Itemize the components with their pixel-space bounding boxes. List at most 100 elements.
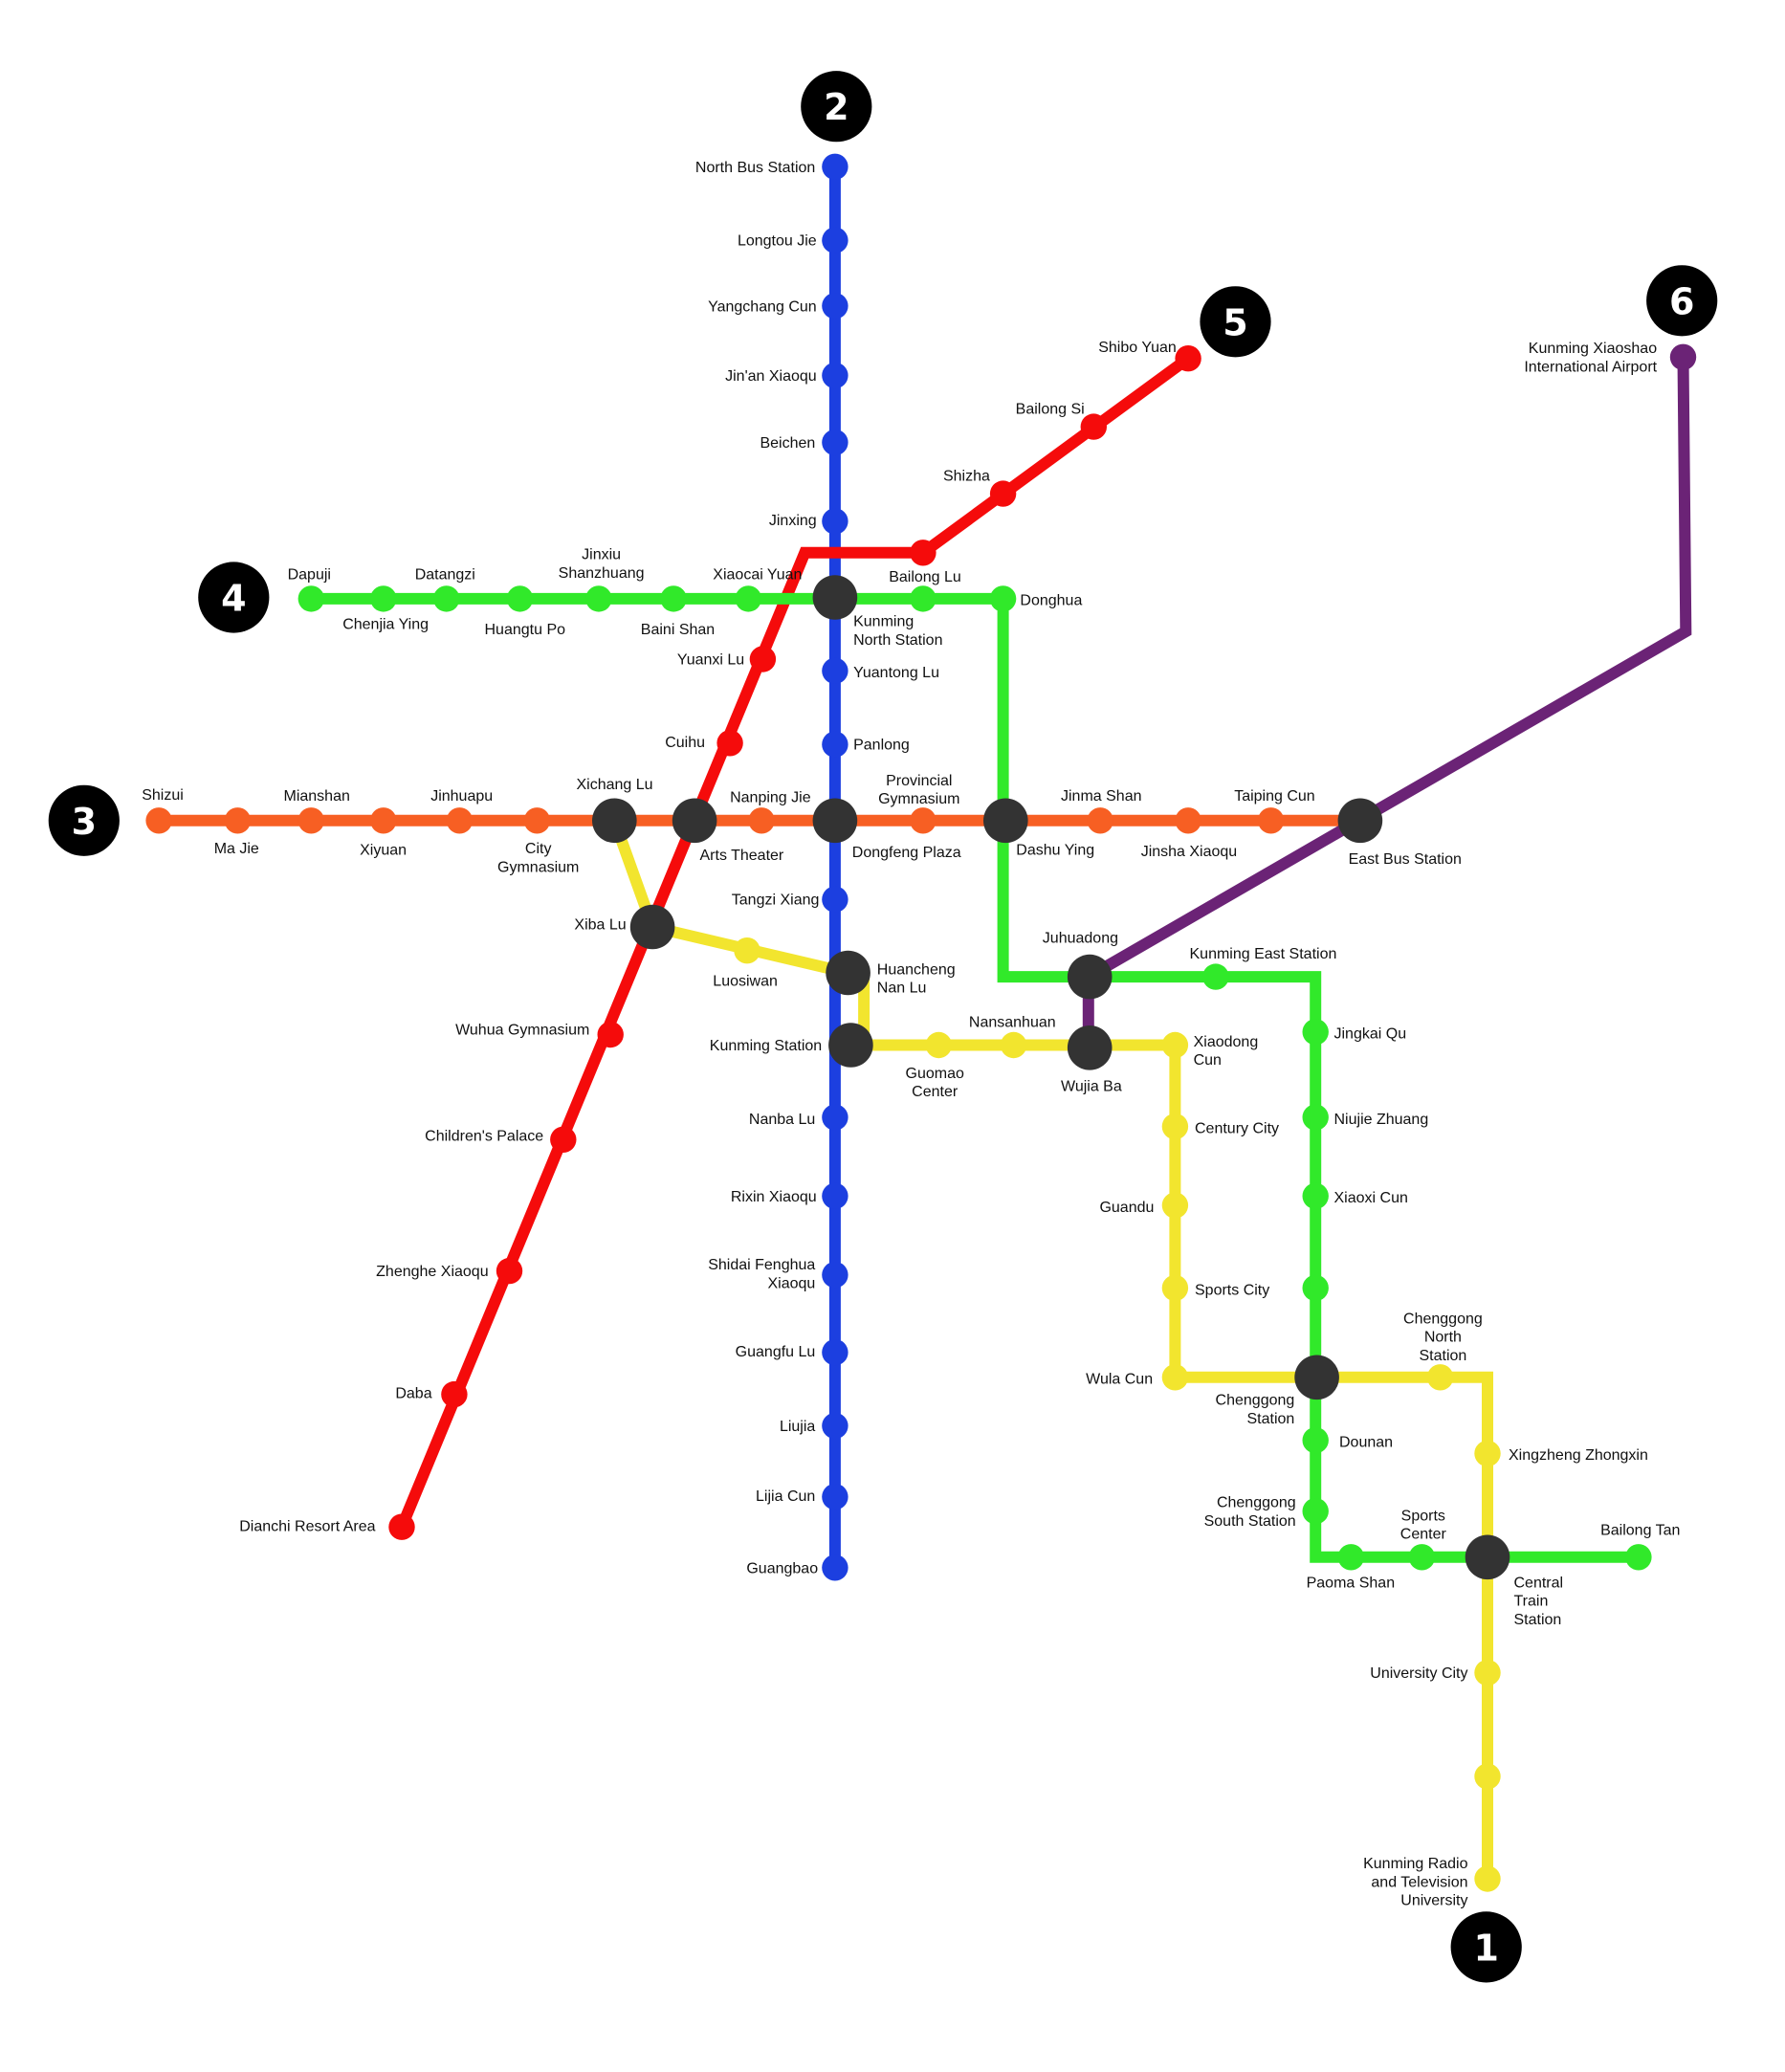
station-dot[interactable]: [1302, 1498, 1329, 1525]
svg-text:6: 6: [1669, 280, 1694, 322]
station-dot[interactable]: [734, 937, 760, 964]
station-dot[interactable]: [506, 585, 534, 612]
station-dot[interactable]: [1000, 1031, 1027, 1059]
station-dot[interactable]: [748, 807, 775, 834]
station-label-jinhuapu: Jinhuapu: [430, 788, 493, 805]
interchange-station[interactable]: [1294, 1355, 1339, 1400]
station-dot[interactable]: [1175, 345, 1201, 372]
station-dot[interactable]: [145, 807, 172, 834]
station-dot[interactable]: [597, 1021, 624, 1048]
station-dot[interactable]: [1408, 1544, 1436, 1571]
station-dot[interactable]: [1669, 343, 1697, 370]
station-dot[interactable]: [910, 807, 937, 834]
station-dot[interactable]: [1474, 1659, 1501, 1686]
station-dot[interactable]: [224, 807, 252, 834]
interchange-station[interactable]: [672, 798, 717, 844]
station-dot[interactable]: [1337, 1544, 1365, 1571]
station-label-xiba-lu: Xiba Lu: [574, 917, 626, 934]
station-dot[interactable]: [298, 585, 324, 612]
station-dot[interactable]: [1474, 1440, 1501, 1467]
interchange-station[interactable]: [826, 950, 870, 996]
station-dot[interactable]: [1161, 1274, 1189, 1302]
interchange-station[interactable]: [812, 575, 858, 620]
station-dot[interactable]: [822, 153, 848, 180]
station-dot[interactable]: [822, 227, 848, 253]
interchange-station[interactable]: [1067, 1025, 1113, 1070]
station-dot[interactable]: [433, 585, 460, 612]
station-dot[interactable]: [550, 1126, 577, 1154]
station-dot[interactable]: [822, 1262, 848, 1289]
station-dot[interactable]: [1426, 1364, 1454, 1391]
station-dot[interactable]: [523, 807, 551, 834]
station-dot[interactable]: [1474, 1865, 1501, 1892]
station-dot[interactable]: [735, 585, 761, 612]
interchange-station[interactable]: [983, 798, 1028, 844]
station-dot[interactable]: [660, 585, 687, 612]
station-dot[interactable]: [1202, 963, 1229, 990]
interchange-station[interactable]: [629, 904, 675, 950]
station-dot[interactable]: [822, 1182, 848, 1210]
station-dot[interactable]: [925, 1031, 952, 1059]
station-dot[interactable]: [446, 807, 474, 834]
interchange-station[interactable]: [1067, 954, 1113, 1000]
station-dot[interactable]: [822, 1412, 848, 1440]
interchange-station[interactable]: [592, 798, 637, 844]
station-label-north-bus-station: North Bus Station: [695, 160, 815, 176]
station-dot[interactable]: [822, 886, 848, 913]
station-dot[interactable]: [989, 585, 1017, 612]
station-dot[interactable]: [822, 1339, 848, 1366]
station-dot[interactable]: [370, 585, 397, 612]
station-dot[interactable]: [1161, 1364, 1189, 1391]
station-dot[interactable]: [989, 480, 1017, 507]
interchange-station[interactable]: [828, 1023, 873, 1068]
station-dot[interactable]: [1302, 1182, 1329, 1210]
station-label-shizui: Shizui: [142, 787, 184, 804]
station-dot[interactable]: [822, 731, 848, 758]
station-label-dashu-ying: Dashu Ying: [1016, 843, 1094, 859]
station-dot[interactable]: [749, 646, 777, 672]
station-dot[interactable]: [496, 1257, 523, 1285]
station-dot[interactable]: [298, 807, 324, 834]
station-dot[interactable]: [1302, 1019, 1329, 1046]
station-dot[interactable]: [1302, 1104, 1329, 1131]
station-dot[interactable]: [1175, 807, 1201, 834]
station-dot[interactable]: [822, 293, 848, 320]
station-dot[interactable]: [1161, 1031, 1189, 1059]
station-dot[interactable]: [822, 362, 848, 389]
station-dot[interactable]: [1161, 1192, 1189, 1219]
station-dot[interactable]: [1080, 413, 1108, 440]
interchange-station[interactable]: [1465, 1534, 1510, 1580]
station-dot[interactable]: [822, 429, 848, 456]
station-dot[interactable]: [441, 1380, 468, 1408]
station-dot[interactable]: [1161, 1113, 1189, 1140]
station-label-nanba-lu: Nanba Lu: [749, 1112, 815, 1128]
station-dot[interactable]: [1474, 1763, 1501, 1790]
interchange-station[interactable]: [1337, 798, 1383, 844]
station-dot[interactable]: [822, 1104, 848, 1131]
station-dot[interactable]: [1087, 807, 1113, 834]
station-dot[interactable]: [1257, 807, 1285, 834]
interchange-station[interactable]: [812, 798, 858, 844]
station-dot[interactable]: [1625, 1544, 1652, 1571]
station-label-paoma-shan: Paoma Shan: [1307, 1575, 1396, 1591]
station-dot[interactable]: [1302, 1426, 1329, 1454]
station-label-shibo-yuan: Shibo Yuan: [1098, 340, 1177, 356]
station-dot[interactable]: [822, 1484, 848, 1510]
station-dot[interactable]: [910, 540, 937, 566]
station-dot[interactable]: [585, 585, 612, 612]
station-dot[interactable]: [822, 1554, 848, 1581]
station-dot[interactable]: [716, 730, 743, 757]
svg-text:3: 3: [72, 801, 97, 843]
station-dot[interactable]: [1302, 1274, 1329, 1302]
station-dot[interactable]: [370, 807, 397, 834]
station-dot[interactable]: [822, 657, 848, 684]
station-markers: [145, 153, 1697, 1892]
station-dot[interactable]: [822, 508, 848, 535]
station-dot[interactable]: [388, 1513, 415, 1540]
station-dot[interactable]: [910, 585, 937, 612]
